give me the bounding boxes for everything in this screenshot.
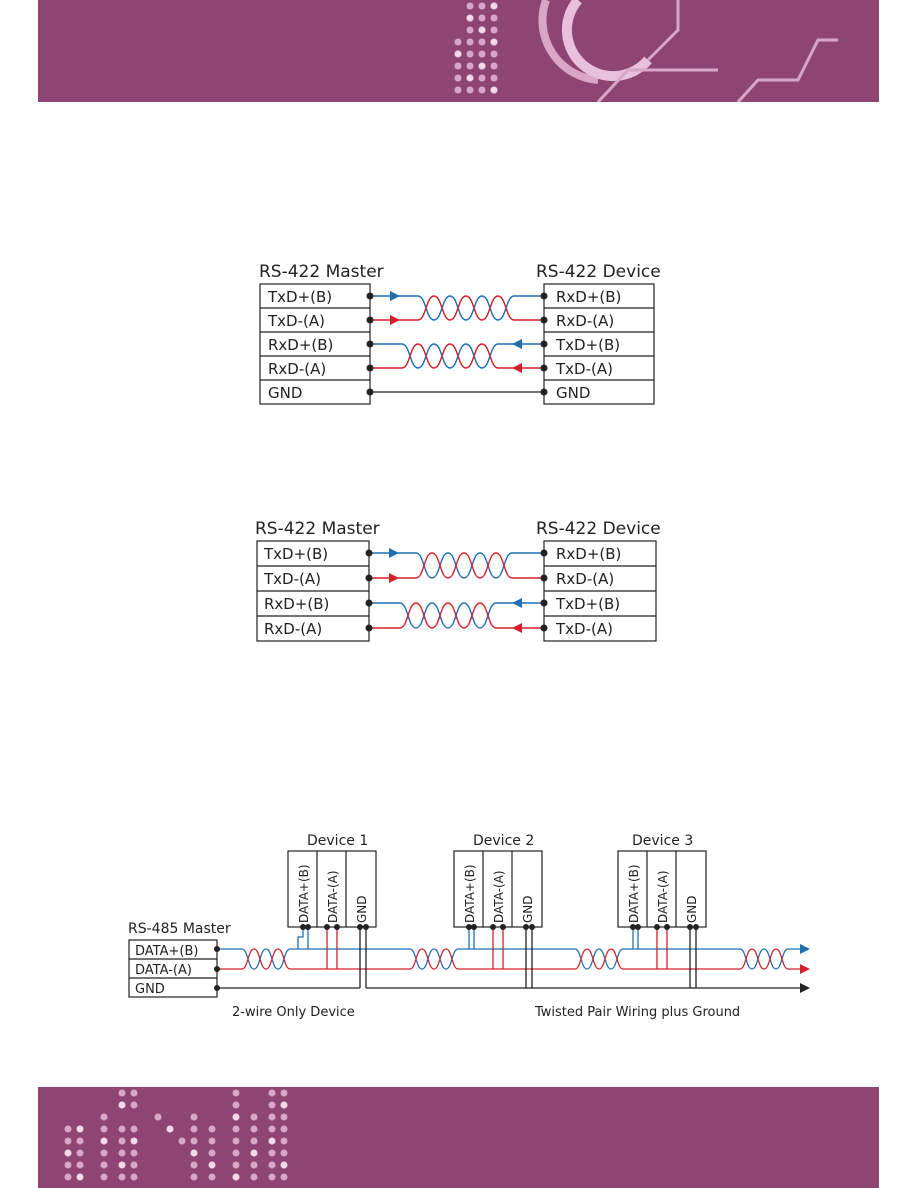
terminal-dots bbox=[365, 549, 548, 632]
rs422-4wire-diagram: RS-422 Master RS-422 Device TxD+(B) TxD-… bbox=[255, 519, 661, 642]
device-pin-label: GND bbox=[685, 895, 699, 923]
device-pin-label: TxD-(A) bbox=[555, 360, 613, 378]
rs422-device-block bbox=[543, 540, 657, 642]
master-pin-label: DATA+(B) bbox=[135, 944, 198, 959]
master-pin-label: RxD-(A) bbox=[264, 620, 322, 638]
device-pin-label: GND bbox=[355, 895, 369, 923]
device-pin-label: RxD+(B) bbox=[556, 545, 621, 563]
device-pin-label: GND bbox=[521, 895, 535, 923]
device-2-title: Device 2 bbox=[473, 833, 534, 849]
arrow-right-icon bbox=[389, 548, 399, 558]
header-decoration bbox=[454, 0, 838, 102]
master-pin-label: GND bbox=[268, 384, 302, 402]
rs422-device-title: RS-422 Device bbox=[536, 519, 661, 539]
device-pin-label: TxD+(B) bbox=[555, 595, 620, 613]
device-pin-label: DATA-(A) bbox=[656, 870, 670, 923]
caption-left: 2-wire Only Device bbox=[232, 1005, 355, 1020]
master-pin-label: RxD+(B) bbox=[268, 336, 333, 354]
twisted-pair-tx bbox=[370, 295, 544, 321]
ground-bus bbox=[217, 927, 800, 989]
device-pin-label: GND bbox=[556, 384, 590, 402]
device-pin-label: DATA-(A) bbox=[326, 870, 340, 923]
device-pin-label: DATA+(B) bbox=[297, 864, 311, 923]
master-pin-label: DATA-(A) bbox=[135, 963, 192, 978]
rs422-5wire-diagram: RS-422 Master RS-422 Device TxD+(B) TxD-… bbox=[259, 262, 661, 405]
terminal-dots bbox=[366, 292, 548, 396]
footer-decoration bbox=[64, 1089, 288, 1181]
arrow-right-icon bbox=[800, 983, 810, 993]
device-pin-label: TxD+(B) bbox=[555, 336, 620, 354]
rs422-master-block bbox=[256, 540, 370, 642]
device-pin-label: RxD+(B) bbox=[556, 288, 621, 306]
device-1-title: Device 1 bbox=[307, 833, 368, 849]
arrow-right-icon bbox=[390, 315, 400, 325]
device-pin-label: DATA+(B) bbox=[627, 864, 641, 923]
rs422-master-title: RS-422 Master bbox=[255, 519, 380, 539]
arrow-right-icon bbox=[800, 944, 810, 954]
header-circle-ornament bbox=[538, 0, 838, 102]
twisted-pair-rx bbox=[369, 602, 544, 629]
footer-band bbox=[38, 1087, 879, 1188]
terminal-dots bbox=[214, 924, 699, 991]
master-pin-label: GND bbox=[135, 982, 165, 997]
device-pin-label: DATA+(B) bbox=[463, 864, 477, 923]
data-plus-bus bbox=[217, 927, 800, 970]
header-dot-pattern bbox=[454, 2, 498, 94]
arrow-right-icon bbox=[390, 291, 400, 301]
device-pin-label: TxD-(A) bbox=[555, 620, 613, 638]
master-pin-label: TxD-(A) bbox=[263, 570, 321, 588]
master-pin-label: RxD-(A) bbox=[268, 360, 326, 378]
rs485-diagram: Device 1 Device 2 Device 3 DATA+(B) DATA… bbox=[128, 833, 810, 1020]
device-3-title: Device 3 bbox=[632, 833, 693, 849]
master-pin-label: TxD-(A) bbox=[267, 312, 325, 330]
twisted-pair-rx bbox=[370, 343, 544, 369]
rs422-master-title: RS-422 Master bbox=[259, 262, 384, 282]
arrow-left-icon bbox=[512, 363, 522, 373]
arrow-left-icon bbox=[512, 623, 522, 633]
arrow-left-icon bbox=[512, 339, 522, 349]
footer-dot-pattern bbox=[64, 1089, 288, 1181]
master-pin-label: TxD+(B) bbox=[263, 545, 328, 563]
arrow-right-icon bbox=[800, 964, 810, 974]
header-band bbox=[38, 0, 879, 102]
device-pin-label: DATA-(A) bbox=[492, 870, 506, 923]
rs485-master-title: RS-485 Master bbox=[128, 921, 231, 937]
device-1-block bbox=[287, 850, 377, 928]
master-pin-label: TxD+(B) bbox=[267, 288, 332, 306]
device-pin-label: RxD-(A) bbox=[556, 570, 614, 588]
twisted-pair-tx bbox=[369, 552, 544, 579]
arrow-left-icon bbox=[512, 598, 522, 608]
master-pin-label: RxD+(B) bbox=[264, 595, 329, 613]
device-2-block bbox=[453, 850, 543, 928]
arrow-right-icon bbox=[389, 573, 399, 583]
data-minus-bus bbox=[217, 927, 800, 970]
device-pin-label: RxD-(A) bbox=[556, 312, 614, 330]
rs422-device-title: RS-422 Device bbox=[536, 262, 661, 282]
device-3-block bbox=[617, 850, 707, 928]
caption-right: Twisted Pair Wiring plus Ground bbox=[534, 1005, 740, 1020]
